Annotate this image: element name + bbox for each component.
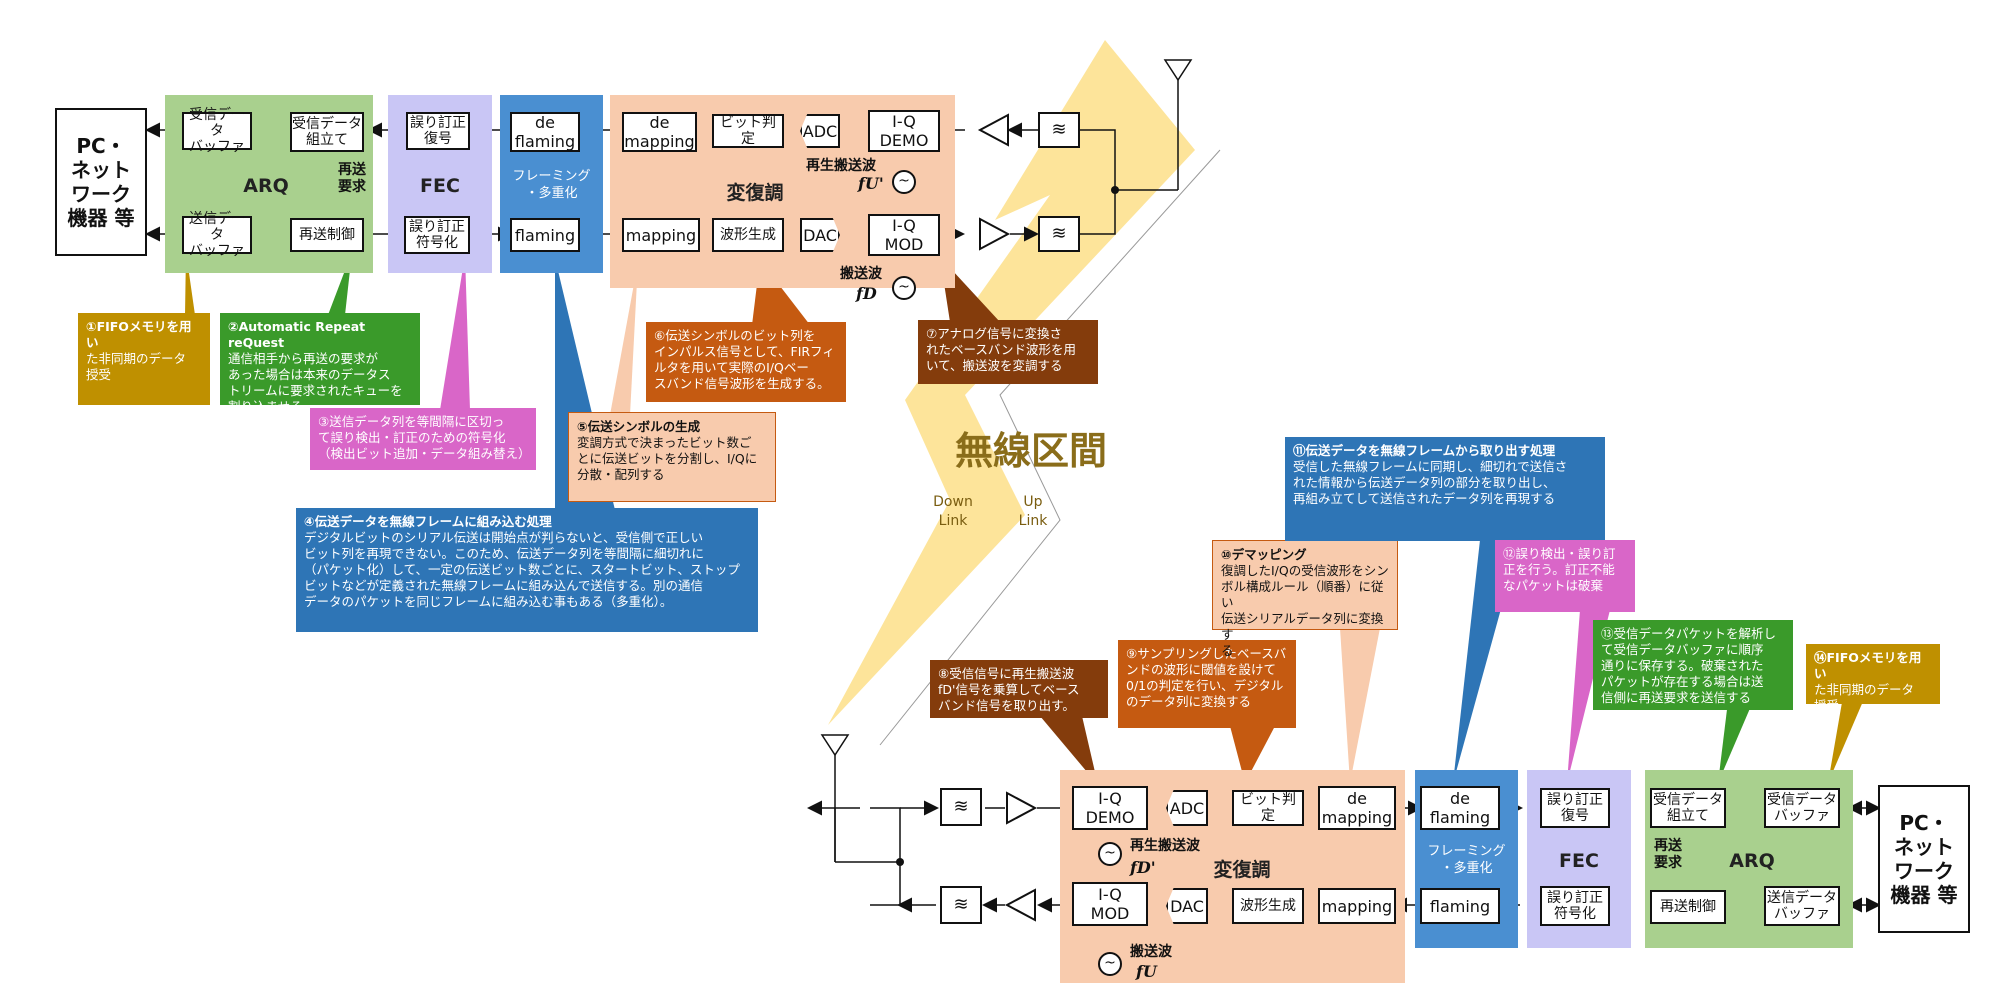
bottom-framing: flaming — [1420, 888, 1500, 924]
top-fec-label: FEC — [420, 175, 460, 197]
top-rx-buffer: 受信データ バッファ — [182, 107, 252, 155]
note-9: ⑨サンプリングしたベースバ ンドの波形に閾値を設けて 0/1の判定を行い、デジタ… — [1118, 640, 1296, 728]
bottom-modem-label: 変復調 — [1213, 859, 1271, 881]
bottom-waveform-gen: 波形生成 — [1232, 888, 1304, 924]
bottom-rx-assembly: 受信データ 組立て — [1650, 788, 1726, 828]
bottom-rx-filter-icon: ≋ — [940, 788, 982, 826]
note-4: ④伝送データを無線フレームに組み込む処理デジタルビットのシリアル伝送は開始点が判… — [296, 508, 758, 632]
top-demapping: de mapping — [622, 112, 697, 152]
bottom-fec-decode: 誤り訂正 復号 — [1540, 788, 1610, 828]
top-adc: ADC — [800, 114, 840, 148]
bottom-demapping: de mapping — [1318, 786, 1396, 830]
callout-pointer-9 — [1230, 726, 1275, 783]
bottom-rx-carrier-freq: fD' — [1130, 858, 1156, 877]
callout-pointer-14 — [1828, 685, 1870, 783]
uplink-zigzag — [879, 149, 1221, 746]
callout-pointer-3 — [440, 255, 470, 410]
callout-pointer-10 — [1340, 628, 1380, 783]
uplink-label: Up Link — [1018, 494, 1048, 529]
top-rx-carrier-label: 再生搬送波 — [806, 158, 876, 174]
note-1: ①FIFOメモリを用いた非同期のデータ 授受 — [78, 313, 210, 405]
note-13: ⑬受信データパケットを解析し て受信データバッファに順序 通りに保存する。破棄さ… — [1593, 620, 1793, 710]
bottom-framing-label: フレーミング ・多重化 — [1427, 844, 1506, 876]
top-retx-control: 再送制御 — [290, 218, 364, 252]
top-bit-decision: ビット判定 — [712, 114, 784, 148]
bottom-pc-box: PC・ ネット ワーク 機器 等 — [1878, 785, 1970, 933]
bottom-tx-carrier-freq: fU — [1136, 962, 1157, 981]
downlink-label: Down Link — [933, 494, 973, 529]
top-rx-oscillator-icon: ~ — [892, 170, 916, 194]
top-tx-filter-icon: ≋ — [1038, 216, 1080, 252]
lightning-bolt — [828, 40, 1195, 725]
top-deframing: de flaming — [510, 112, 580, 152]
note-14: ⑭FIFOメモリを用いた非同期のデータ 授受 — [1806, 644, 1940, 713]
top-retx-request: 再送 要求 — [338, 162, 366, 195]
bottom-retx-control: 再送制御 — [1650, 890, 1726, 924]
bottom-tx-filter-icon: ≋ — [940, 886, 982, 924]
note-10: ⑩デマッピング復調したI/Qの受信波形をシン ボル構成ルール（順番）に従い 伝送… — [1212, 540, 1398, 658]
bottom-iq-mod: I-Q MOD — [1072, 882, 1148, 926]
top-iq-mod: I-Q MOD — [868, 214, 940, 256]
top-pc-box: PC・ ネット ワーク 機器 等 — [55, 108, 147, 256]
callout-pointer-5 — [610, 262, 638, 415]
bottom-retx-request: 再送 要求 — [1654, 838, 1682, 871]
bottom-rx-buffer: 受信データ バッファ — [1764, 788, 1840, 828]
bottom-bit-decision: ビット判定 — [1232, 790, 1304, 826]
bottom-rx-carrier-label: 再生搬送波 — [1130, 838, 1200, 854]
top-tx-carrier-label: 搬送波 — [840, 266, 882, 282]
top-arq-label: ARQ — [243, 175, 289, 197]
bottom-tx-carrier-label: 搬送波 — [1130, 944, 1172, 960]
top-fec-encode: 誤り訂正 符号化 — [404, 216, 470, 254]
note-8: ⑧受信信号に再生搬送波 fD'信号を乗算してベース バンド信号を取り出す。 — [930, 660, 1108, 718]
top-rx-filter-icon: ≋ — [1038, 112, 1080, 148]
top-framing: flaming — [510, 218, 580, 252]
top-rx-assembly: 受信データ 組立て — [290, 112, 364, 152]
top-tx-buffer: 送信データ バッファ — [182, 211, 252, 259]
bottom-tx-oscillator-icon: ~ — [1098, 952, 1122, 976]
note-11: ⑪伝送データを無線フレームから取り出す処理受信した無線フレームに同期し、細切れで… — [1285, 437, 1605, 541]
callout-pointer-8 — [1040, 716, 1098, 785]
note-3: ③送信データ列を等間隔に区切っ て誤り検出・訂正のための符号化 （検出ビット追加… — [310, 408, 536, 470]
bottom-mapping: mapping — [1318, 888, 1396, 924]
bottom-rx-oscillator-icon: ~ — [1098, 842, 1122, 866]
wireless-section-title: 無線区間 — [955, 429, 1108, 473]
top-framing-label: フレーミング ・多重化 — [512, 169, 591, 201]
bottom-tx-buffer: 送信データ バッファ — [1764, 886, 1840, 926]
top-tx-carrier-freq: fD — [856, 284, 877, 303]
bottom-iq-demod: I-Q DEMO — [1072, 786, 1148, 830]
top-dac: DAC — [800, 218, 840, 252]
note-12: ⑫誤り検出・誤り訂 正を行う。訂正不能 なパケットは破棄 — [1495, 540, 1635, 612]
bottom-fec-encode: 誤り訂正 符号化 — [1540, 886, 1610, 926]
bottom-arq-label: ARQ — [1729, 850, 1775, 872]
top-modem-label: 変復調 — [726, 182, 784, 204]
bottom-adc: ADC — [1166, 790, 1208, 826]
top-mapping: mapping — [622, 218, 700, 252]
bottom-deframing: de flaming — [1420, 786, 1500, 830]
bottom-dac: DAC — [1166, 888, 1208, 924]
top-iq-demod: I-Q DEMO — [868, 110, 940, 152]
callout-pointer-7 — [940, 257, 1000, 322]
top-tx-oscillator-icon: ~ — [892, 276, 916, 300]
note-7: ⑦アナログ信号に変換さ れたベースバンド波形を用 いて、搬送波を変調する — [918, 320, 1098, 384]
note-6: ⑥伝送シンボルのビット列を インパルス信号として、FIRフィ ルタを用いて実際の… — [646, 322, 846, 402]
bottom-fec-label: FEC — [1559, 850, 1599, 872]
top-fec-decode: 誤り訂正 復号 — [406, 112, 470, 150]
top-rx-carrier-freq: fU' — [858, 174, 884, 193]
note-5: ⑤伝送シンボルの生成変調方式で決まったビット数ご とに伝送ビットを分割し、I/Q… — [568, 412, 776, 502]
top-waveform-gen: 波形生成 — [712, 218, 784, 252]
